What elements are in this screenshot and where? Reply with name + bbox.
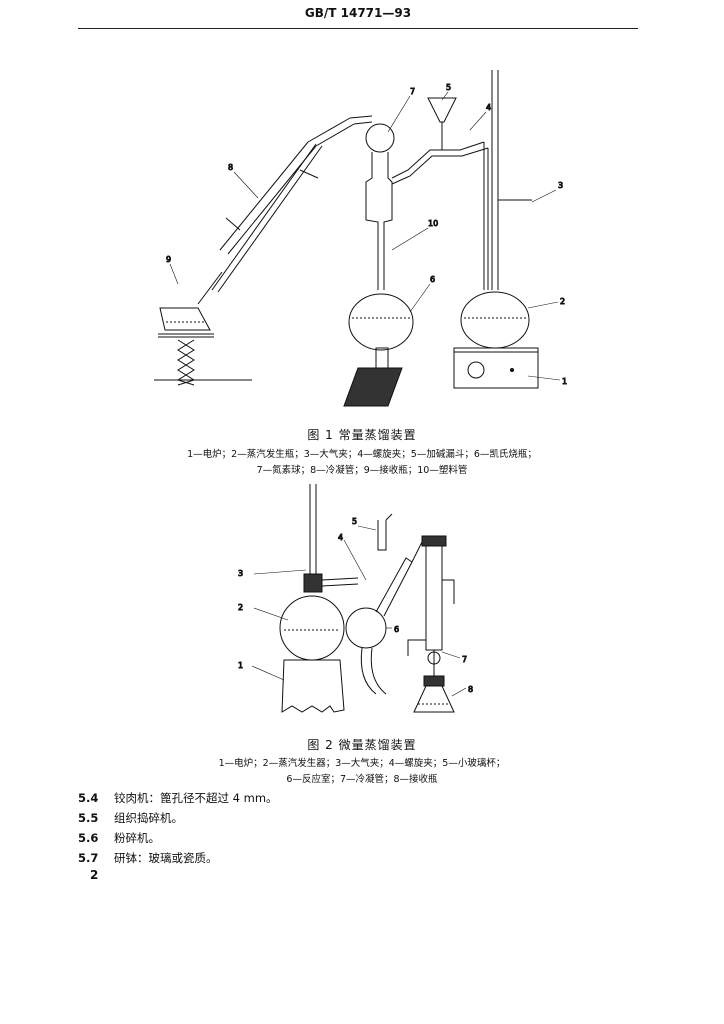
condenser [197,115,373,305]
standard-number-header: GB/T 14771—93 [304,6,412,20]
figure1-label-3: 3 [558,181,563,190]
receiving-flask-assembly [154,307,252,386]
clause-5-4: 5.4 铰肉机：篦孔径不超过 4 mm。 [78,790,278,806]
kjeldahl-flask [343,152,414,407]
figure2-label-5: 5 [352,517,357,526]
condenser [407,535,455,676]
figure2-label-1: 1 [238,661,243,670]
figure1-legend-line2: 7—氮素球；8—冷凝管；9—接收瓶；10—塑料管 [256,465,468,476]
figure2-label-8: 8 [468,685,473,694]
page-number: 2 [90,868,99,882]
figure1-label-2: 2 [560,297,565,306]
figure1-label-10: 10 [428,219,438,228]
nitrogen-bulb [365,123,395,153]
figure2-label-4: 4 [338,533,343,542]
figure2-label-7: 7 [462,655,467,664]
figure1-leader-lines [169,91,561,381]
figure2-leader-lines [251,525,467,697]
figure2-caption: 图 2 微量蒸馏装置 [307,738,417,752]
figure1-label-5: 5 [446,83,451,92]
figure2-label-3: 3 [238,569,243,578]
reaction-chamber [345,557,413,695]
figure1-diagram: 1 2 3 4 5 6 7 8 9 10 [140,50,580,420]
clause-text: 粉碎机。 [114,831,160,845]
clause-text: 组织捣碎机。 [114,811,183,825]
clause-text: 研钵：玻璃或瓷质。 [114,851,218,865]
clause-number: 5.7 [78,851,99,865]
alkali-funnel [391,97,489,185]
clause-number: 5.6 [78,831,99,845]
figure2-label-2: 2 [238,603,243,612]
figure1-legend-line1: 1—电炉；2—蒸汽发生瓶；3—大气夹；4—螺旋夹；5—加碱漏斗；6—凯氏烧瓶； [187,449,537,460]
steam-generator [453,70,539,389]
clause-number: 5.4 [78,791,99,805]
figure1-label-4: 4 [486,103,491,112]
header-rule [78,28,638,29]
figure1-label-6: 6 [430,275,435,284]
figure1-label-1: 1 [562,377,567,386]
receiving-flask [413,675,455,713]
figure2-legend-line2: 6—反应室；7—冷凝管；8—接收瓶 [286,774,438,785]
steam-generator [279,484,359,713]
clause-5-6: 5.6 粉碎机。 [78,830,160,846]
figure2-legend-line1: 1—电炉；2—蒸汽发生器；3—大气夹；4—螺旋夹；5—小玻璃杯； [218,758,506,769]
clause-5-7: 5.7 研钵：玻璃或瓷质。 [78,850,218,866]
figure1-label-8: 8 [228,163,233,172]
figure1-label-7: 7 [410,87,415,96]
figure1-caption: 图 1 常量蒸馏装置 [307,428,417,442]
figure2-label-6: 6 [394,625,399,634]
clause-5-5: 5.5 组织捣碎机。 [78,810,183,826]
figure2-diagram: 3 2 1 4 5 6 7 8 [226,480,516,720]
clause-number: 5.5 [78,811,99,825]
clause-text: 铰肉机：篦孔径不超过 4 mm。 [114,791,278,805]
small-glass-cup [377,513,393,551]
figure1-label-9: 9 [166,255,171,264]
